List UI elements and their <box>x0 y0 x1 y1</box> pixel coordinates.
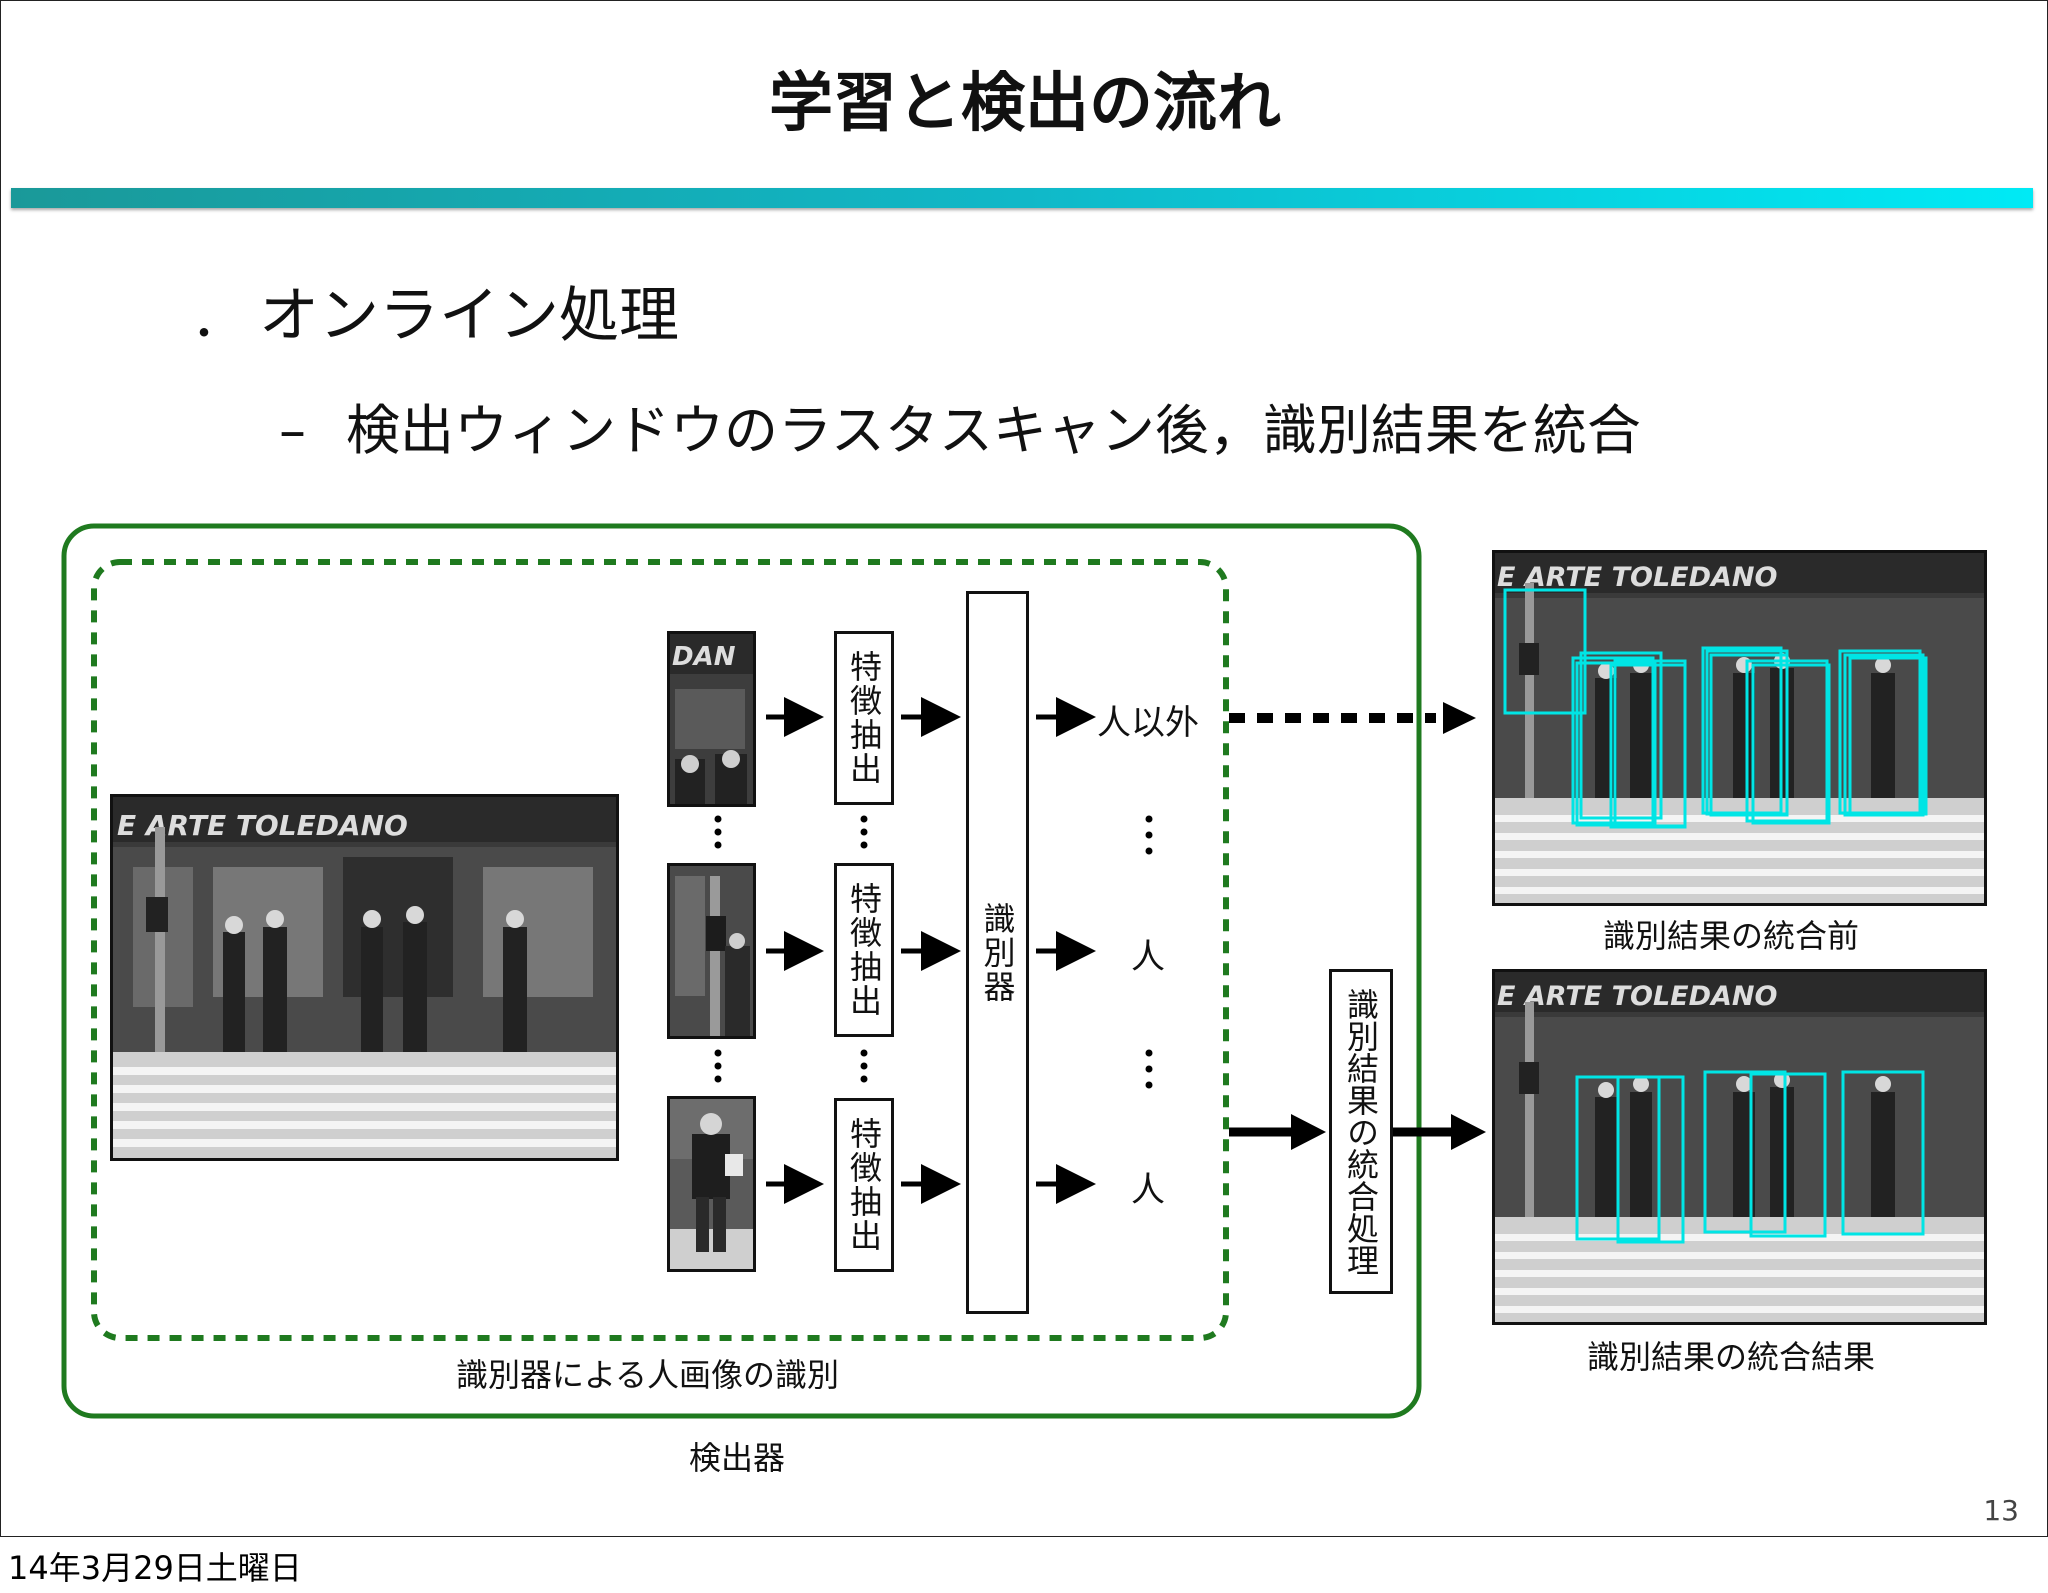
after-integration-caption: 識別結果の統合結果 <box>1587 1338 1876 1376</box>
page-number: 13 <box>1983 1494 2019 1527</box>
feature-extraction-box-2: 特徴抽出 <box>834 863 894 1037</box>
feature-extraction-box-3: 特徴抽出 <box>834 1098 894 1272</box>
crop-sign-text: DAN <box>672 642 736 672</box>
classifier-dashed-box <box>91 559 1229 1341</box>
feature-extraction-box-1: 特徴抽出 <box>834 631 894 805</box>
vertical-ellipsis-group <box>714 815 1153 1089</box>
sub-bullet-dash: – <box>279 399 306 462</box>
outer-box-label: 検出器 <box>689 1439 786 1477</box>
before-integration-caption: 識別結果の統合前 <box>1603 917 1860 955</box>
inner-box-label: 識別器による人画像の識別 <box>456 1356 840 1394</box>
integration-process-box: 識別結果の統合処理 <box>1329 969 1393 1294</box>
output-nonhuman: 人以外 <box>1097 703 1199 743</box>
footer-date: 14年3月29日土曜日 <box>8 1549 302 1587</box>
store-sign-after: E ARTE TOLEDANO <box>1497 981 1777 1012</box>
bullet-text: オンライン処理 <box>259 281 679 351</box>
arrow-integration-to-result-head <box>1451 1114 1486 1150</box>
window-crop-nonhuman: DAN <box>667 631 756 807</box>
before-integration-image: E ARTE TOLEDANO <box>1492 550 1987 906</box>
store-sign-text: E ARTE TOLEDANO <box>117 809 408 842</box>
classifier-box: 識別器 <box>966 591 1029 1314</box>
diagram-connectors <box>61 523 1486 1419</box>
sub-bullet-text: 検出ウィンドウのラスタスキャン後，識別結果を統合 <box>346 399 1641 462</box>
window-crop-human-2 <box>667 863 756 1039</box>
raw-detection-boxes <box>1503 588 1928 829</box>
after-integration-image: E ARTE TOLEDANO <box>1492 969 1987 1325</box>
arrow-to-integration-head <box>1291 1114 1326 1150</box>
output-human-2: 人 <box>1131 937 1165 977</box>
window-crop-human-3 <box>667 1096 756 1272</box>
title-underline-bar <box>11 188 2033 208</box>
slide: 学習と検出の流れ ・ オンライン処理 – 検出ウィンドウのラスタスキャン後，識別… <box>0 0 2048 1537</box>
output-human-3: 人 <box>1131 1170 1165 1210</box>
store-sign-before: E ARTE TOLEDANO <box>1497 562 1777 593</box>
merged-detection-boxes <box>1575 1070 1925 1244</box>
detector-box <box>61 523 1422 1419</box>
bullet-dot: ・ <box>184 311 224 357</box>
input-street-image: E ARTE TOLEDANO <box>110 794 619 1161</box>
slide-title: 学習と検出の流れ <box>769 67 1281 141</box>
dashed-arrow-head <box>1443 702 1476 734</box>
